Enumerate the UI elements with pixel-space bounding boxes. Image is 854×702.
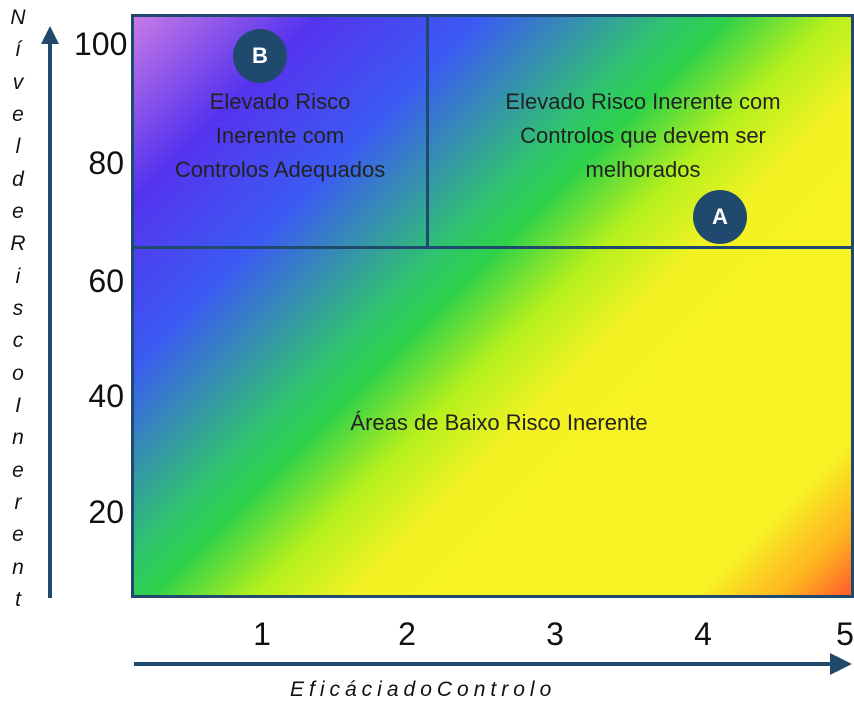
y-axis-title-letter: e	[12, 103, 24, 126]
y-axis-title-letter: d	[12, 167, 24, 191]
y-axis-title-letter: r	[14, 491, 22, 514]
y-tick-20: 20	[88, 494, 124, 530]
x-tick-5: 5	[836, 616, 854, 652]
y-axis-title-letter: l	[15, 135, 21, 159]
region-bottom-label: Áreas de Baixo Risco Inerente	[350, 410, 648, 435]
y-axis-title-letter: v	[12, 70, 24, 94]
y-axis-title-letter: c	[12, 329, 24, 353]
y-axis-title-letter: i	[15, 264, 21, 288]
y-tick-80: 80	[88, 145, 124, 181]
y-axis-title-letter: e	[12, 458, 24, 482]
x-axis-arrowhead	[830, 653, 852, 675]
x-tick-4: 4	[694, 616, 712, 652]
y-axis-title-letter: n	[12, 426, 24, 450]
y-axis-title-letter: o	[12, 361, 24, 385]
badge-b: B	[233, 29, 287, 83]
y-axis-arrowhead	[41, 26, 59, 44]
y-axis-title-letter: n	[12, 555, 24, 579]
region-top-left-label: Elevado Risco Inerente com Controlos Ade…	[174, 89, 386, 182]
y-axis-title-letter: I	[15, 394, 21, 417]
x-tick-1: 1	[253, 616, 271, 652]
y-axis-title-letter: í	[15, 38, 21, 62]
x-axis-title: EficáciadoControlo	[290, 678, 557, 701]
region-top-right-label: Elevado Risco Inerente com Controlos que…	[505, 89, 781, 182]
y-tick-60: 60	[88, 263, 124, 299]
y-tick-40: 40	[88, 378, 124, 414]
vertical-divider	[426, 17, 429, 248]
x-tick-2: 2	[398, 616, 416, 652]
badge-a: A	[693, 190, 747, 244]
risk-matrix-plot: B A Elevado Risco Inerente com Controlos…	[131, 14, 854, 598]
y-axis-title-letter: t	[15, 588, 21, 611]
y-tick-100: 100	[74, 26, 128, 62]
y-axis-title-letter: s	[12, 297, 24, 320]
y-axis-title-letter: R	[10, 232, 26, 256]
y-axis-title-letter: e	[12, 523, 24, 547]
y-axis-title-letter: N	[10, 6, 26, 29]
y-axis-title-letter: e	[12, 200, 24, 223]
x-tick-3: 3	[546, 616, 564, 652]
horizontal-divider	[134, 246, 851, 249]
